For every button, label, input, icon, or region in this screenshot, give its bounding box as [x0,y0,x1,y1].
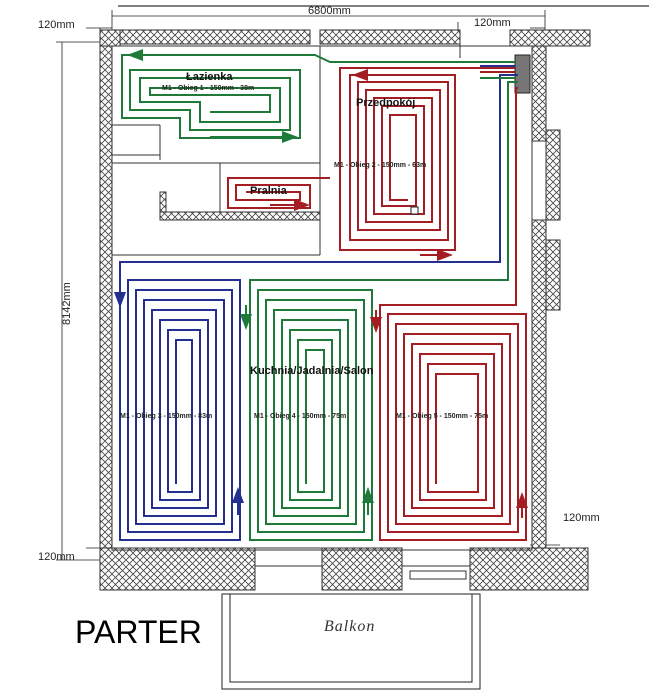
room-label-living: Kuchnia/Jadalnia/Salon [250,365,374,377]
circuit-3-label: M1 - Obieg 3 - 150mm - 83m [120,413,212,420]
circuit-4-label: M1 - Obieg 4 - 150mm - 75m [254,413,346,420]
floor-title: PARTER [75,614,202,650]
walls [99,29,591,591]
interior-walls [111,44,533,580]
balcony-outline [221,593,481,690]
dim-wall-top-left: 120mm [38,19,75,31]
room-label-bathroom: Łazienka [186,71,233,83]
room-label-laundry: Pralnia [250,185,288,197]
dim-wall-top-right: 120mm [474,17,511,29]
balcony-label: Balkon [324,618,375,635]
laundry-loop [227,177,330,211]
dim-wall-bottom-left: 120mm [38,551,75,563]
circuit-2-label: M1 - Obieg 2 - 150mm - 63m [334,162,426,169]
circuit-1-label: M1 - Obieg 1 - 150mm - 38m [162,85,254,92]
dim-wall-right-bottom: 120mm [563,512,600,524]
circuit-5-label: M1 - Obieg 5 - 150mm - 75m [396,413,488,420]
circuit-3-living-loop [114,74,518,541]
valve-box-icon [410,206,419,215]
circuit-5-living-loop [370,87,528,541]
dim-overall-height: 8142mm [61,282,73,325]
room-label-hallway: Przedpokój [356,97,415,109]
circuit-2-hallway-loop [339,67,515,261]
manifold-feeders [480,65,515,79]
circuit-1-bathroom-loop [121,49,515,143]
dim-overall-width: 6800mm [308,5,351,17]
dimension-lines [56,10,560,561]
balcony-inner-outline [229,593,473,683]
circuit-4-living-loop [240,81,518,541]
